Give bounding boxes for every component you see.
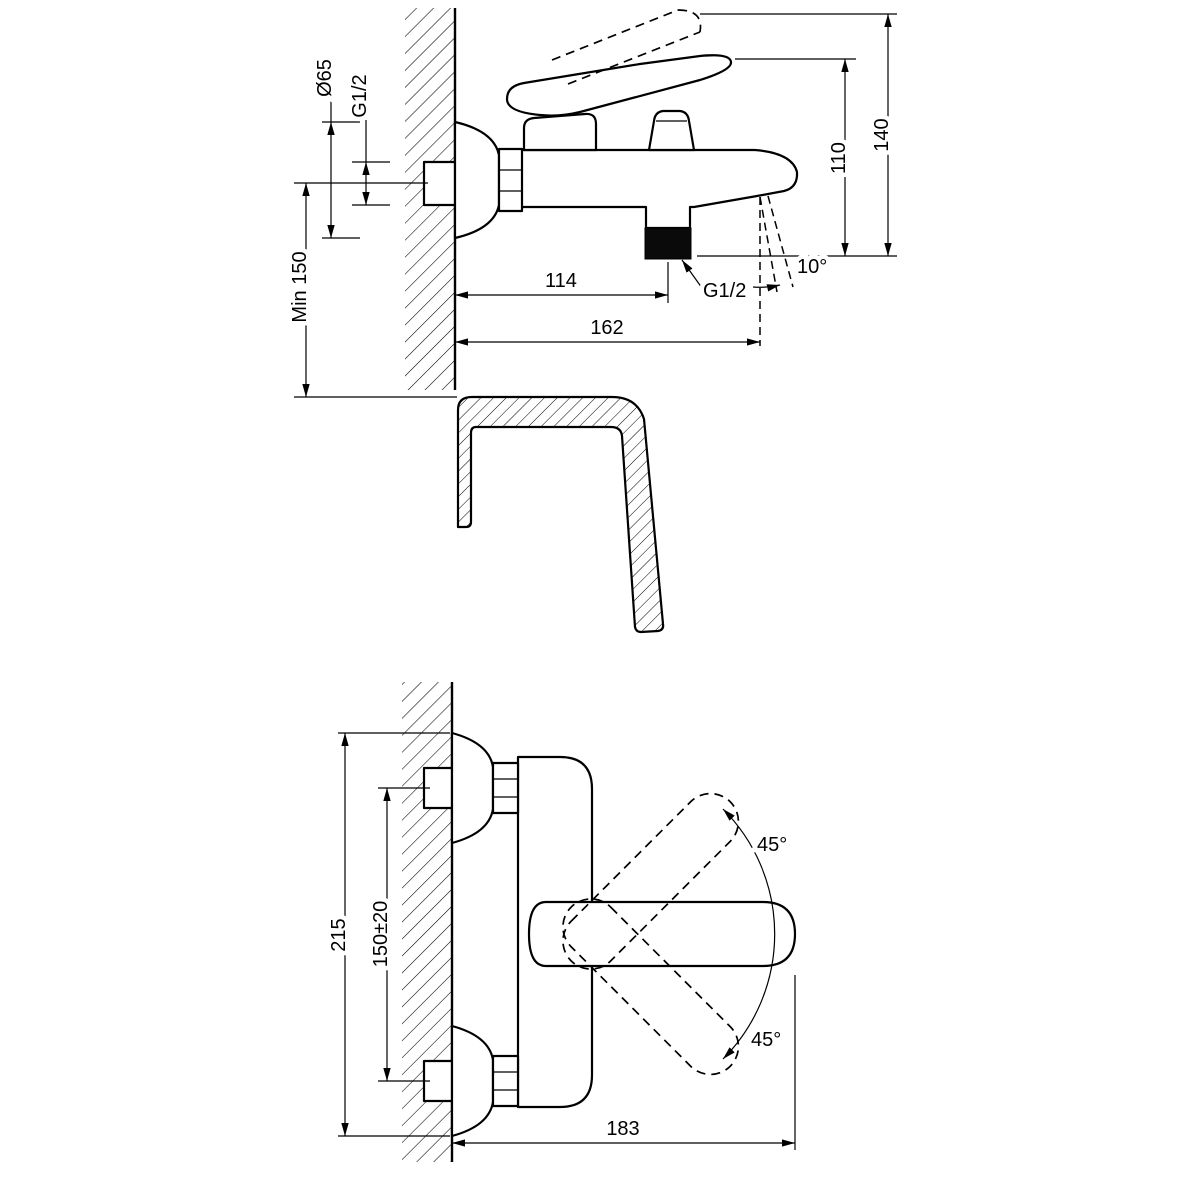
dim-outlet-thread: G1/2 — [703, 280, 746, 302]
dim-body-height: 110 — [828, 142, 850, 174]
handle-dashed-outline-down — [562, 898, 740, 1076]
leader-outlet-thread — [681, 259, 703, 289]
cartridge-housing — [522, 112, 598, 152]
diverter-knob — [647, 109, 696, 152]
raised-handle-dashed-bottom — [567, 31, 701, 85]
lever-handle-side — [505, 54, 733, 117]
dim-swing-up: 45° — [757, 834, 787, 856]
dim-connection-spacing: 150±20 — [370, 901, 392, 968]
dim-overall-width: 183 — [606, 1118, 639, 1140]
dim-inlet-thread: G1/2 — [349, 74, 371, 117]
escutcheon-top — [450, 731, 495, 845]
escutcheon-bottom — [450, 1024, 495, 1138]
side-view: Ø65 G1/2 Min 150 110 140 114 162 G1/2 10… — [285, 8, 898, 398]
tub-rim-profile — [456, 395, 665, 634]
faucet-body-side — [518, 148, 799, 230]
supply-pipe-stub-side — [422, 160, 457, 207]
tub-rim-section — [456, 395, 665, 634]
water-stream-dashed-1 — [759, 196, 778, 293]
dim-spout-projection: 114 — [545, 270, 577, 292]
handle-dashed-outline-up — [562, 792, 740, 970]
stream-angle-arc — [752, 284, 781, 292]
dim-total-projection: 162 — [590, 317, 623, 339]
swing-arc — [722, 808, 776, 1060]
shower-outlet-aerator — [644, 227, 692, 260]
dim-swing-down: 45° — [751, 1029, 781, 1051]
dim-total-height: 140 — [871, 118, 893, 151]
mounting-nut-side — [497, 147, 524, 213]
dim-min-height: Min 150 — [289, 251, 311, 322]
mounting-nut-top — [491, 761, 520, 815]
dim-stream-angle: 10° — [797, 256, 827, 278]
front-view: 45° 45° 215 150±20 183 — [324, 682, 797, 1162]
lever-handle-front — [527, 900, 797, 968]
handle-swing-up-dashed — [562, 792, 740, 970]
raised-handle-dashed-cap — [677, 9, 702, 33]
dim-escutcheon-diameter: Ø65 — [314, 59, 336, 97]
raised-handle-dashed-top — [551, 9, 679, 61]
mounting-nut-bottom — [491, 1054, 520, 1108]
handle-swing-down-dashed — [562, 898, 740, 1076]
escutcheon-side — [453, 120, 501, 240]
water-stream-dashed-2 — [767, 195, 794, 288]
dim-overall-height: 215 — [328, 918, 350, 951]
